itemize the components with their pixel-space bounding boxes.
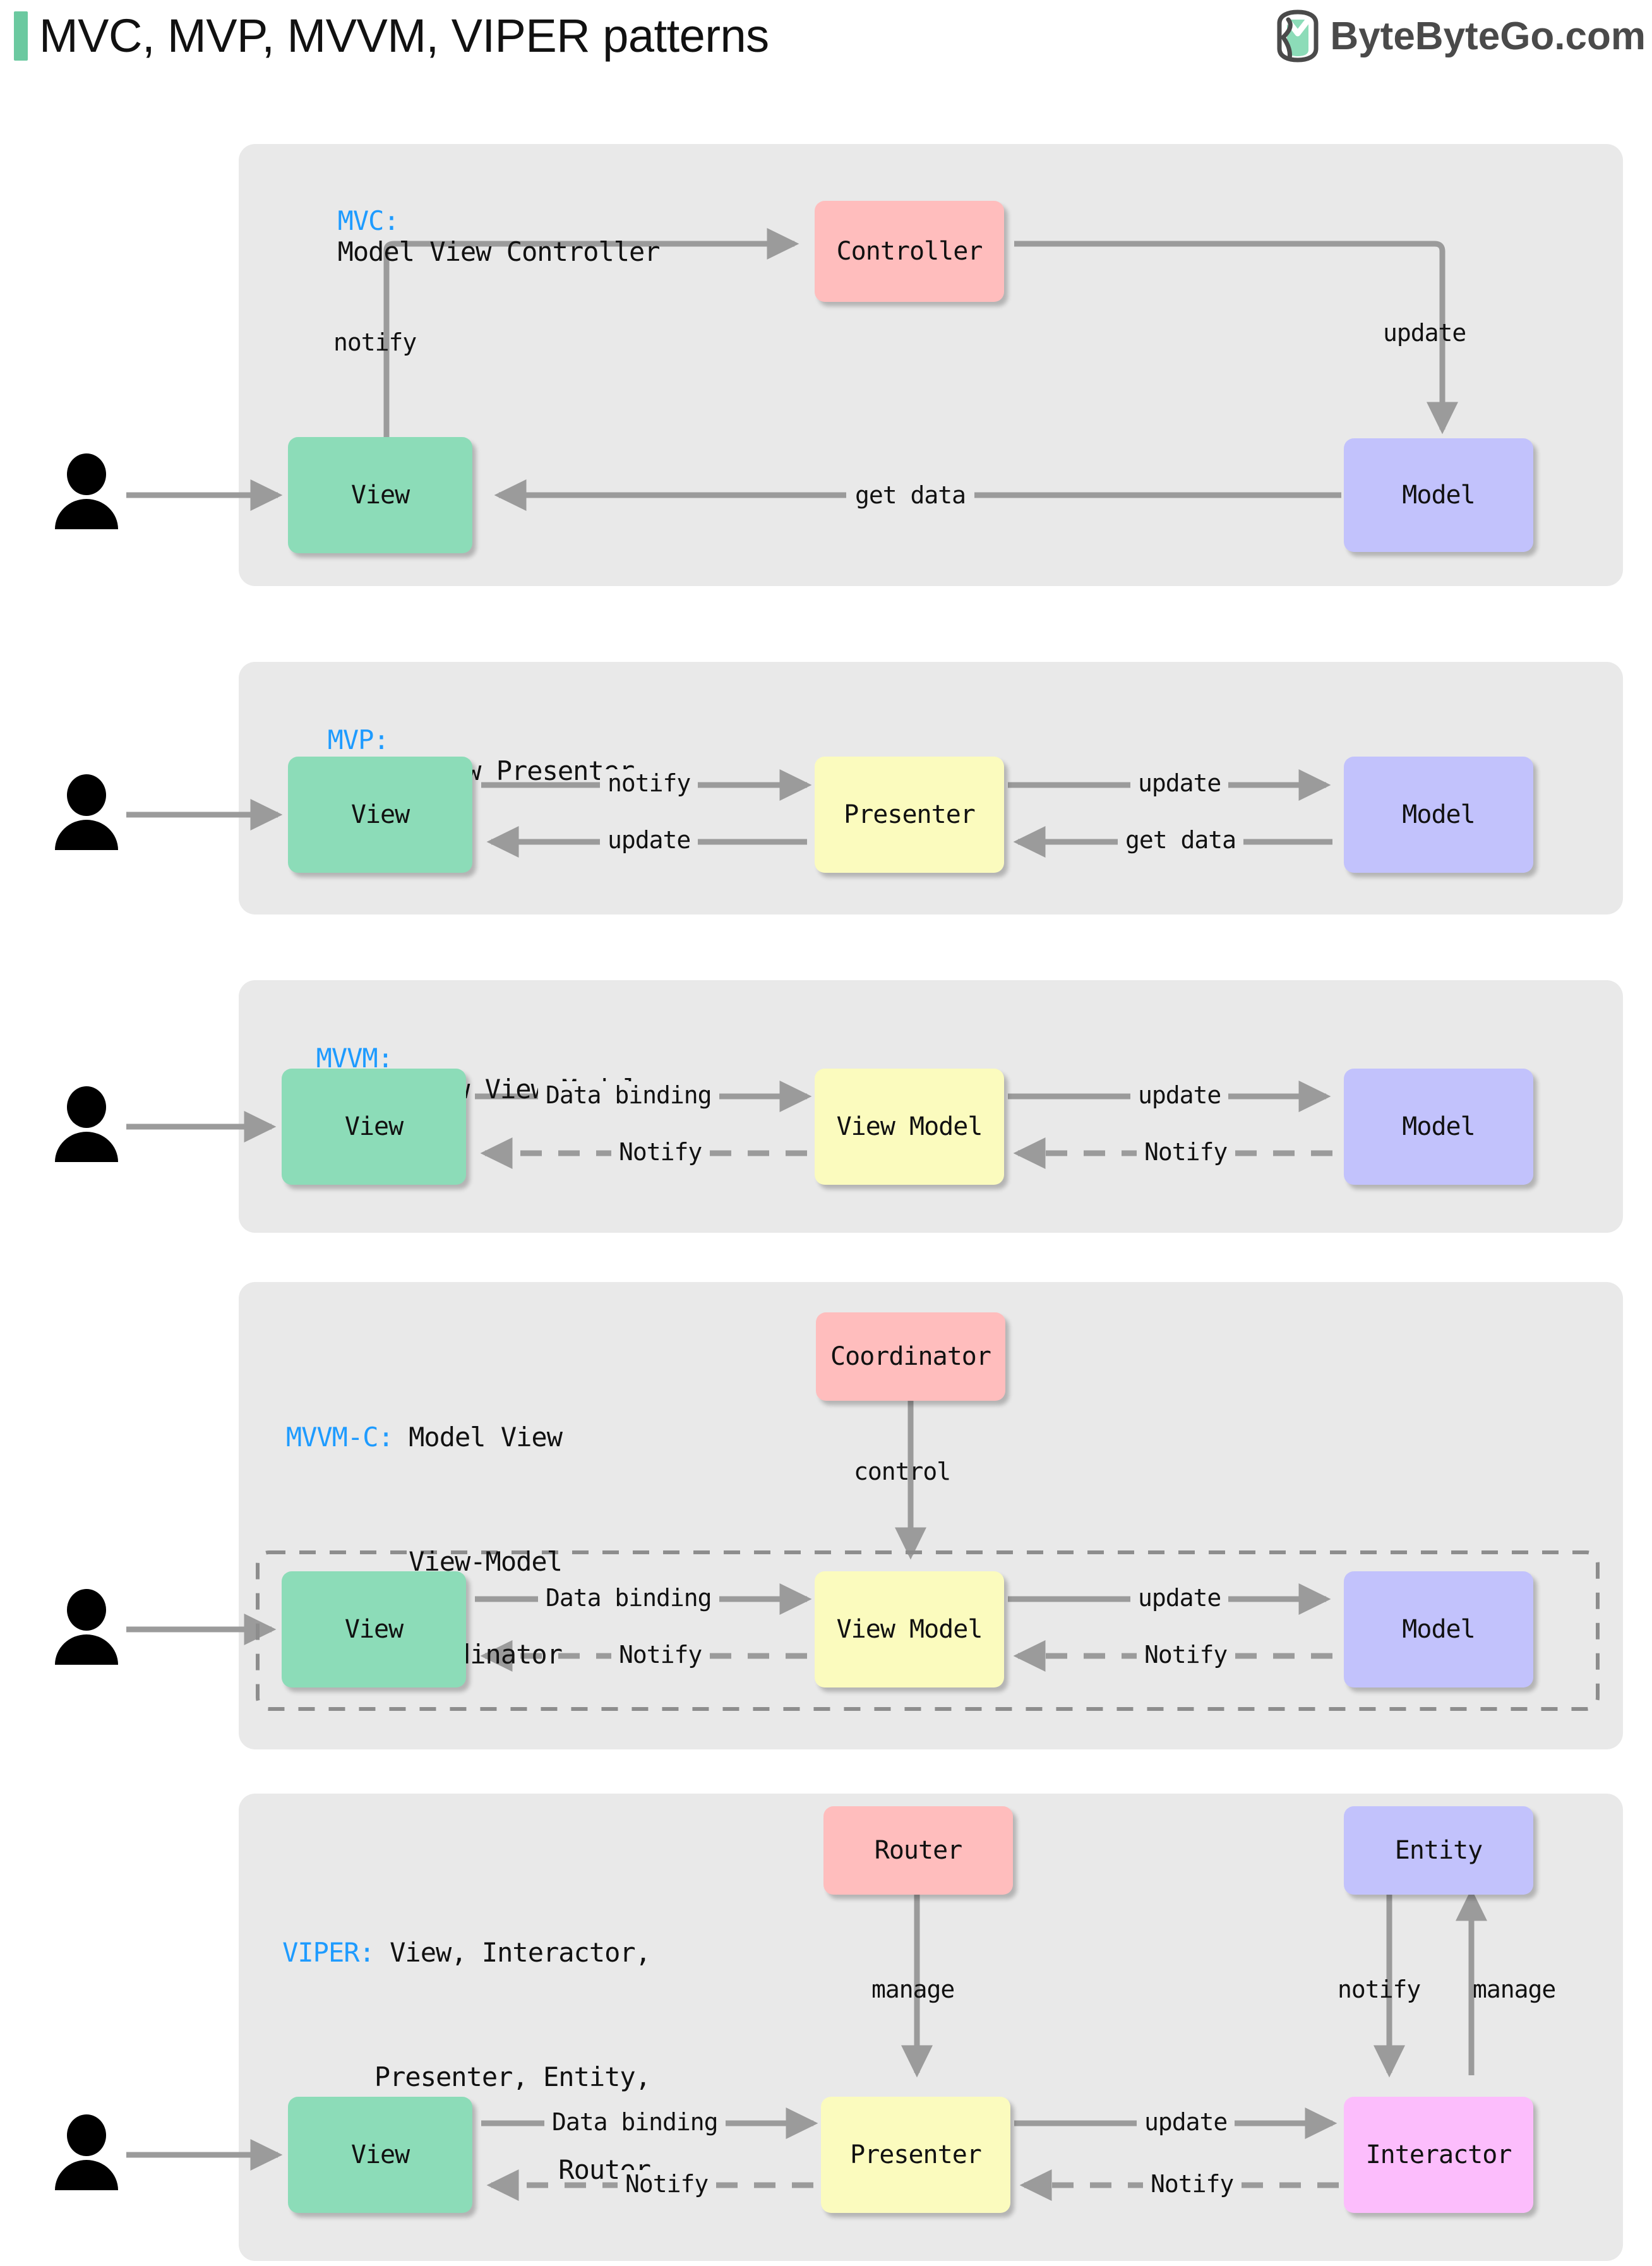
section-title-viper: VIPER: View, Interactor, Presenter, Enti… <box>171 1844 651 2217</box>
edge-label-mvvm-databinding: Data binding <box>538 1081 719 1109</box>
node-viper-view[interactable]: View <box>288 2097 472 2213</box>
user-actor-icon <box>55 2114 118 2190</box>
edge-label-mvp-notify: notify <box>600 769 698 797</box>
edge-label-mvvmc-notify-model: Notify <box>1137 1641 1235 1669</box>
edge-label-mvvm-notify-model: Notify <box>1137 1138 1235 1166</box>
section-title-mvvmc-line1: MVVM-C: Model View <box>208 1391 563 1484</box>
edge-label-mvc-getdata: get data <box>846 481 975 509</box>
page-header: MVC, MVP, MVVM, VIPER patterns ByteByteG… <box>0 0 1652 69</box>
edge-label-viper-update: update <box>1137 2108 1235 2136</box>
section-subtitle-viper-1: View, Interactor, <box>390 1937 651 1969</box>
edge-label-viper-notify-view: Notify <box>618 2170 716 2198</box>
node-mvvm-view[interactable]: View <box>282 1069 466 1185</box>
section-key-mvvmc: MVVM-C: <box>285 1422 409 1453</box>
user-actor-icon <box>55 453 118 529</box>
user-actor-icon <box>55 774 118 850</box>
section-subtitle-mvc: Model View Controller <box>337 236 661 268</box>
node-mvvmc-coordinator[interactable]: Coordinator <box>816 1312 1005 1401</box>
brand-name: ByteByteGo.com <box>1330 14 1646 58</box>
edge-label-mvp-getdata: get data <box>1118 826 1244 854</box>
node-mvvmc-viewmodel[interactable]: View Model <box>815 1571 1004 1688</box>
node-mvvm-viewmodel[interactable]: View Model <box>815 1069 1004 1185</box>
edge-label-mvp-update-model: update <box>1130 769 1229 797</box>
section-subtitle-viper-2: Presenter, Entity, <box>374 2061 651 2092</box>
node-mvvmc-model[interactable]: Model <box>1344 1571 1533 1688</box>
edge-label-viper-notify-interactor: Notify <box>1143 2170 1242 2198</box>
section-title-mvc: MVC: Model View Controller <box>307 174 661 268</box>
node-mvp-view[interactable]: View <box>288 757 472 873</box>
node-mvvmc-view[interactable]: View <box>282 1571 466 1688</box>
edge-label-mvp-update: update <box>600 826 698 854</box>
title-accent-bar <box>14 11 28 61</box>
edge-label-viper-manage-presenter: manage <box>871 1975 955 2003</box>
node-mvp-presenter[interactable]: Presenter <box>815 757 1004 873</box>
section-title-viper-line1: VIPER: View, Interactor, <box>171 1906 651 1999</box>
user-actor-icon <box>55 1589 118 1665</box>
node-viper-router[interactable]: Router <box>823 1806 1013 1895</box>
page-title: MVC, MVP, MVVM, VIPER patterns <box>39 9 769 62</box>
node-mvc-model[interactable]: Model <box>1344 438 1533 552</box>
section-key-mvp: MVP: <box>327 724 405 756</box>
node-viper-presenter[interactable]: Presenter <box>821 2097 1010 2213</box>
user-actor-icon <box>55 1086 118 1162</box>
node-mvc-controller[interactable]: Controller <box>815 201 1004 302</box>
bytebytego-logo-icon <box>1277 9 1319 63</box>
edge-label-mvvmc-databinding: Data binding <box>538 1584 719 1612</box>
edge-label-viper-databinding: Data binding <box>544 2108 726 2136</box>
section-subtitle-mvvmc-1: Model View <box>409 1422 563 1453</box>
section-key-mvc: MVC: <box>337 205 415 237</box>
node-mvc-view[interactable]: View <box>288 437 472 553</box>
edge-label-mvc-update: update <box>1383 319 1466 347</box>
brand-logo: ByteByteGo.com <box>1274 9 1646 63</box>
edge-label-mvvm-notify-view: Notify <box>611 1138 710 1166</box>
edge-label-mvc-notify: notify <box>333 328 417 356</box>
edge-label-mvvm-update: update <box>1130 1081 1229 1109</box>
node-mvvm-model[interactable]: Model <box>1344 1069 1533 1185</box>
section-key-mvvm: MVVM: <box>316 1043 409 1074</box>
edge-label-viper-manage-entity: manage <box>1473 1975 1556 2003</box>
edge-label-mvvmc-notify-view: Notify <box>611 1641 710 1669</box>
edge-label-mvvmc-control: control <box>854 1458 951 1485</box>
section-key-viper: VIPER: <box>282 1937 390 1969</box>
edge-label-viper-notify-entity: notify <box>1338 1975 1421 2003</box>
node-mvp-model[interactable]: Model <box>1344 757 1533 873</box>
edge-label-mvvmc-update: update <box>1130 1584 1229 1612</box>
node-viper-interactor[interactable]: Interactor <box>1344 2097 1533 2213</box>
node-viper-entity[interactable]: Entity <box>1344 1806 1533 1895</box>
